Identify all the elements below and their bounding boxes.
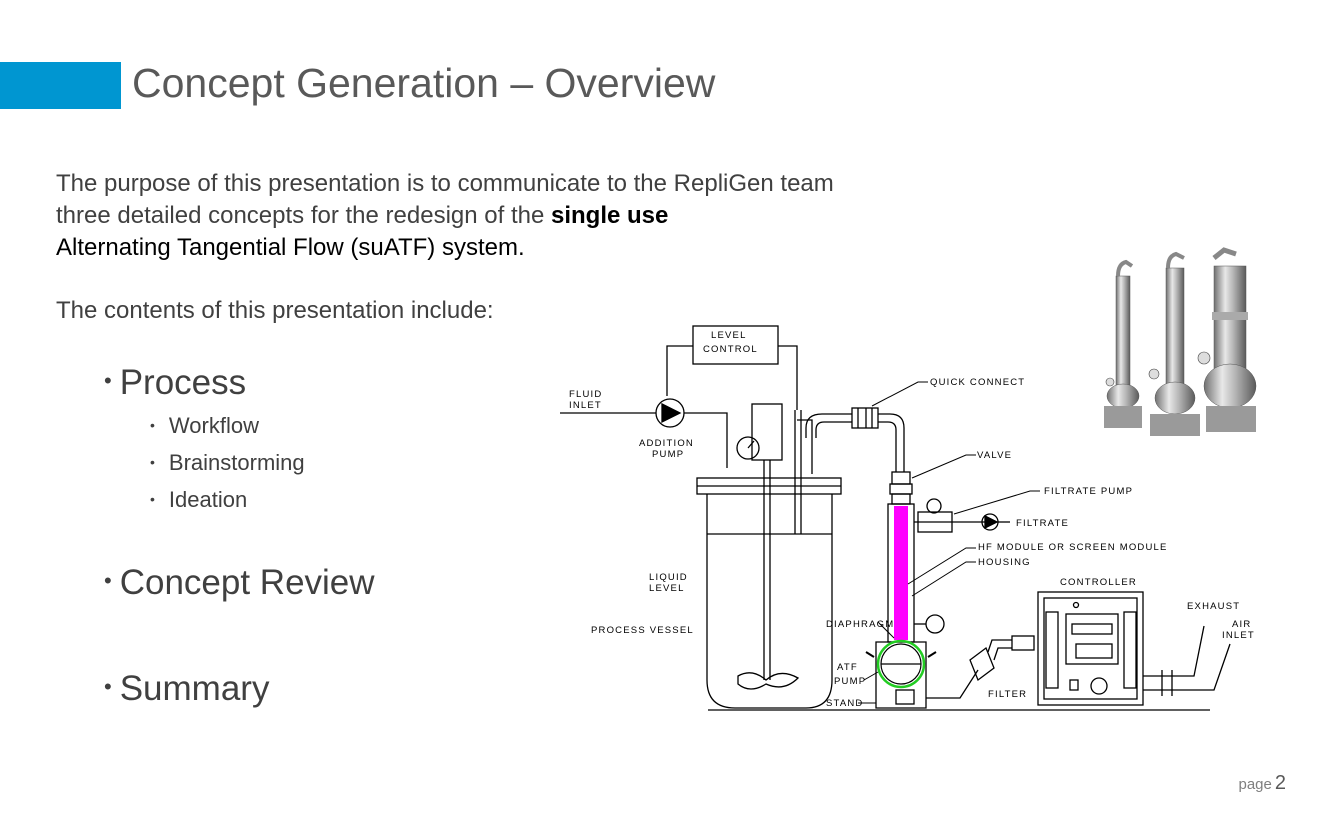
label-fluid-inlet-2: INLET bbox=[569, 400, 602, 411]
label-filtrate-pump: FILTRATE PUMP bbox=[1044, 486, 1133, 497]
label-addition-pump-2: PUMP bbox=[652, 449, 684, 460]
addition-pump-symbol bbox=[655, 398, 685, 428]
label-quick-connect: QUICK CONNECT bbox=[930, 377, 1025, 388]
atf-system-diagram: LEVEL CONTROL FLUID INLET ADDITION PUMP … bbox=[560, 325, 1255, 711]
label-stand: STAND bbox=[826, 698, 864, 709]
label-level-control-1: LEVEL bbox=[711, 330, 747, 341]
label-fluid-inlet-1: FLUID bbox=[569, 389, 602, 400]
sub-bullet-brainstorming: •Brainstorming bbox=[150, 450, 305, 475]
title-accent-bar bbox=[0, 62, 121, 109]
label-exhaust: EXHAUST bbox=[1187, 601, 1240, 612]
label-liquid-level-2: LEVEL bbox=[649, 583, 685, 594]
bullet-concept-review: •Concept Review bbox=[104, 563, 375, 602]
label-atf-pump-1: ATF bbox=[837, 662, 858, 673]
page-number-value: 2 bbox=[1274, 772, 1286, 794]
label-diaphragm: DIAPHRAGM bbox=[826, 619, 894, 630]
label-atf-pump-2: PUMP bbox=[834, 676, 866, 687]
label-addition-pump-1: ADDITION bbox=[639, 438, 694, 449]
label-filtrate: FILTRATE bbox=[1016, 518, 1069, 529]
page-label: page bbox=[1238, 776, 1272, 793]
label-filter: FILTER bbox=[988, 689, 1027, 700]
process-vessel bbox=[706, 494, 833, 709]
intro-text: The purpose of this presentation is to c… bbox=[56, 170, 834, 229]
intro-bold-text: single use bbox=[551, 202, 669, 229]
atf-diaphragm bbox=[876, 639, 926, 689]
intro-text-end: Alternating Tangential Flow (suATF) syst… bbox=[56, 234, 525, 261]
label-valve: VALVE bbox=[977, 450, 1012, 461]
intro-paragraph: The purpose of this presentation is to c… bbox=[56, 168, 886, 264]
sub-bullet-ideation: •Ideation bbox=[150, 487, 248, 512]
contents-label: The contents of this presentation includ… bbox=[56, 297, 494, 324]
label-air-inlet-1: AIR bbox=[1232, 619, 1251, 630]
bullet-label: Summary bbox=[119, 669, 270, 708]
sub-bullet-workflow: •Workflow bbox=[150, 413, 259, 438]
bullet-summary: •Summary bbox=[104, 669, 270, 708]
sub-bullet-label: Ideation bbox=[168, 487, 248, 512]
slide-title: Concept Generation – Overview bbox=[132, 60, 716, 106]
label-controller: CONTROLLER bbox=[1060, 577, 1137, 588]
sub-bullet-label: Brainstorming bbox=[168, 450, 305, 475]
bullet-process: •Process bbox=[104, 363, 247, 402]
label-process-vessel: PROCESS VESSEL bbox=[591, 625, 694, 636]
hf-module bbox=[894, 506, 908, 640]
label-level-control-2: CONTROL bbox=[703, 344, 758, 355]
label-air-inlet-2: INLET bbox=[1222, 630, 1255, 641]
atf-units-photo bbox=[1104, 247, 1257, 436]
controller-box bbox=[1037, 591, 1144, 706]
level-control-box bbox=[692, 325, 779, 365]
bullet-label: Process bbox=[119, 363, 247, 402]
label-liquid-level-1: LIQUID bbox=[649, 572, 688, 583]
label-hf-module: HF MODULE OR SCREEN MODULE bbox=[978, 542, 1168, 553]
label-housing: HOUSING bbox=[978, 557, 1031, 568]
sub-bullet-label: Workflow bbox=[168, 413, 259, 438]
bullet-label: Concept Review bbox=[119, 563, 375, 602]
